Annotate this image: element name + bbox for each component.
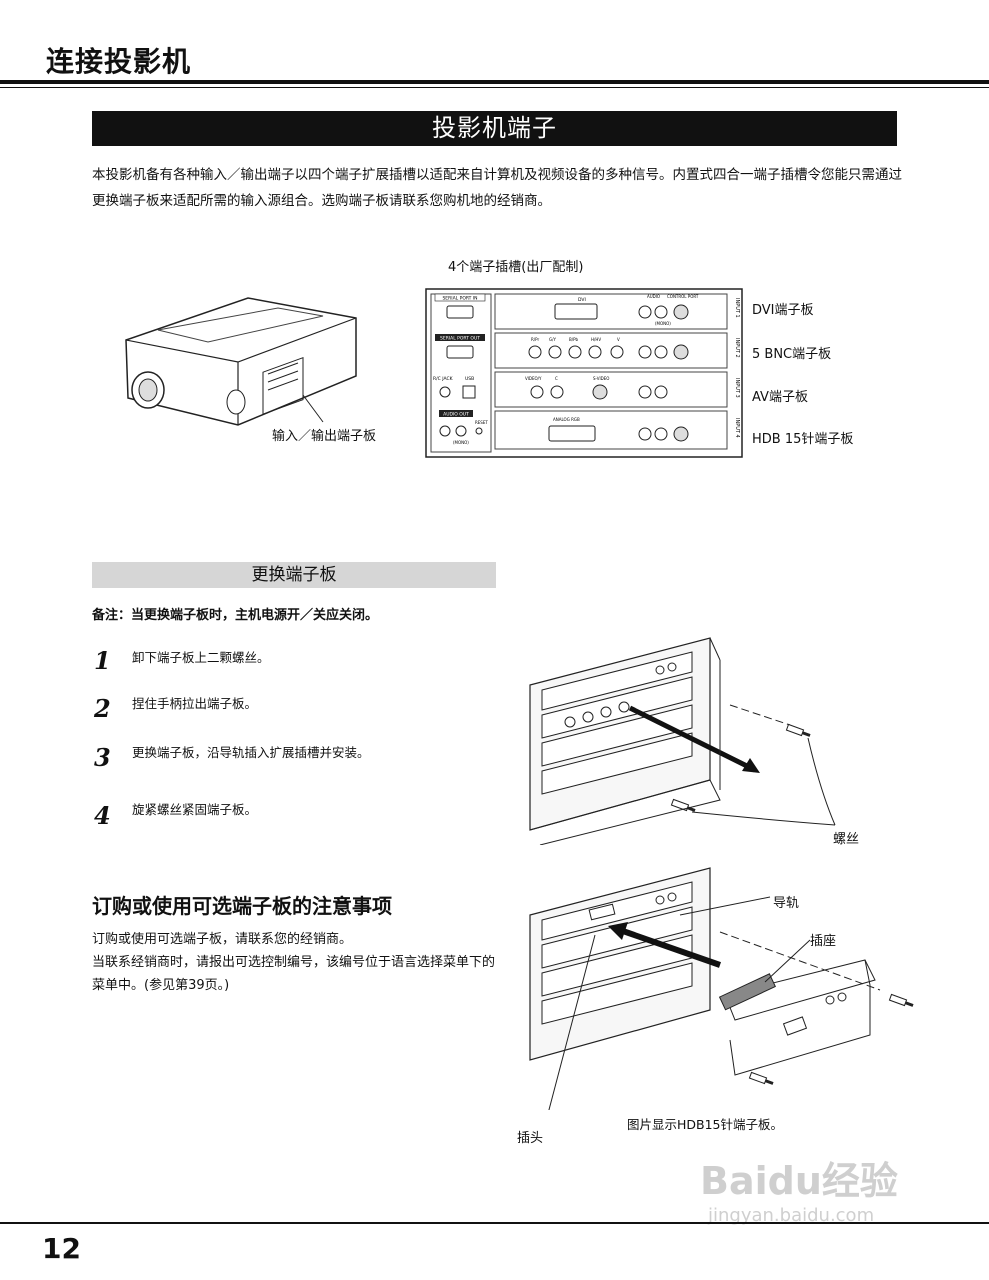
slot2-name: INPUT 2 xyxy=(734,338,740,358)
mono-label: (MONO) xyxy=(453,440,469,445)
slots-caption: 4个端子插槽(出厂配制) xyxy=(448,260,584,275)
projector-illustration xyxy=(125,297,357,426)
reset-label: RESET xyxy=(475,420,488,425)
step-text: 卸下端子板上二颗螺丝。 xyxy=(132,650,270,665)
figure-caption: 图片显示HDB15针端子板。 xyxy=(627,1117,784,1132)
watermark-url: jingyan.baidu.com xyxy=(708,1205,875,1226)
page-number: 12 xyxy=(42,1232,81,1265)
optional-body: 订购或使用可选端子板，请联系您的经销商。 当联系经销商时，请报出可选控制编号，该… xyxy=(92,928,502,997)
slot3-name: INPUT 3 xyxy=(734,378,740,398)
plug-label: 插头 xyxy=(517,1131,544,1146)
slot-input-1: DVI AUDIO CONTROL PORT (MONO) INPUT 1 xyxy=(494,293,740,330)
slot2-hhv-text: H/HV xyxy=(591,337,601,342)
step-text: 更换端子板，沿导轨插入扩展插槽并安装。 xyxy=(132,745,370,760)
slot1-mono-text: (MONO) xyxy=(655,321,671,326)
step-number: 3 xyxy=(94,743,111,772)
slot4-name: INPUT 4 xyxy=(734,418,740,438)
terminal-panel-diagram: SERIAL PORT IN SERIAL PORT OUT R/C JACK … xyxy=(425,288,743,458)
slot-input-3: VIDEO/Y C S-VIDEO INPUT 3 xyxy=(494,371,740,408)
optional-title: 订购或使用可选端子板的注意事项 xyxy=(92,894,392,918)
slot2-rpr-text: R/Pr xyxy=(531,337,539,342)
footer-rule xyxy=(0,1222,989,1224)
slot-input-2: R/Pr G/Y B/Pb H/HV V INPUT 2 xyxy=(494,332,740,369)
step-number: 4 xyxy=(94,801,111,830)
slot2-gy-text: G/Y xyxy=(549,337,556,342)
slot1-control-text: CONTROL PORT xyxy=(667,294,699,299)
step-number: 2 xyxy=(94,694,111,723)
slot2-bpb-text: B/Pb xyxy=(569,337,579,342)
slot-input-4: ANALOG RGB INPUT 4 xyxy=(494,410,740,450)
replace-note: 备注：当更换端子板时，主机电源开／关应关闭。 xyxy=(92,608,379,623)
screw-label: 螺丝 xyxy=(833,832,860,847)
remove-board-illustration xyxy=(529,637,836,845)
slot3-c-text: C xyxy=(555,376,558,381)
board-label-dvi: DVI端子板 xyxy=(752,303,814,318)
rail-label: 导轨 xyxy=(773,896,800,911)
rc-jack-label: R/C JACK xyxy=(433,376,454,382)
projector-panel-label: 输入／输出端子板 xyxy=(272,429,377,444)
slot1-name: INPUT 1 xyxy=(734,298,740,318)
serial-out-label: SERIAL PORT OUT xyxy=(440,336,480,342)
section-title: 投影机端子 xyxy=(92,111,897,146)
socket-label: 插座 xyxy=(810,934,837,949)
header-rule-thin xyxy=(0,87,989,88)
slot2-v-text: V xyxy=(617,337,620,342)
step-text: 旋紧螺丝紧固端子板。 xyxy=(132,802,258,817)
slot1-audio-text: AUDIO xyxy=(647,294,660,299)
replace-section-title: 更换端子板 xyxy=(92,562,496,588)
board-label-hdb15: HDB 15针端子板 xyxy=(752,432,854,447)
watermark-brand: Baidu经验 xyxy=(700,1159,898,1203)
intro-paragraph: 本投影机备有各种输入／输出端子以四个端子扩展插槽以适配来自计算机及视频设备的多种… xyxy=(92,167,902,209)
step-text: 捏住手柄拉出端子板。 xyxy=(132,696,258,711)
optional-line-1: 订购或使用可选端子板，请联系您的经销商。 xyxy=(92,932,353,947)
board-label-av: AV端子板 xyxy=(752,390,808,405)
slot4-rgb-text: ANALOG RGB xyxy=(553,417,580,422)
slot3-video-text: VIDEO/Y xyxy=(525,376,542,381)
insert-board-illustration xyxy=(529,867,914,1110)
serial-in-label: SERIAL PORT IN xyxy=(442,296,477,302)
slot3-svideo-text: S-VIDEO xyxy=(593,376,609,381)
optional-line-2: 当联系经销商时，请报出可选控制编号，该编号位于语言选择菜单下的菜单中。(参见第3… xyxy=(92,955,496,993)
audio-out-label: AUDIO OUT xyxy=(443,412,469,418)
chapter-title: 连接投影机 xyxy=(46,45,192,78)
header-rule xyxy=(0,80,989,84)
step-number: 1 xyxy=(94,646,111,675)
slot1-dvi-text: DVI xyxy=(578,297,586,303)
usb-label: USB xyxy=(465,376,474,382)
board-label-bnc: 5 BNC端子板 xyxy=(752,347,832,362)
